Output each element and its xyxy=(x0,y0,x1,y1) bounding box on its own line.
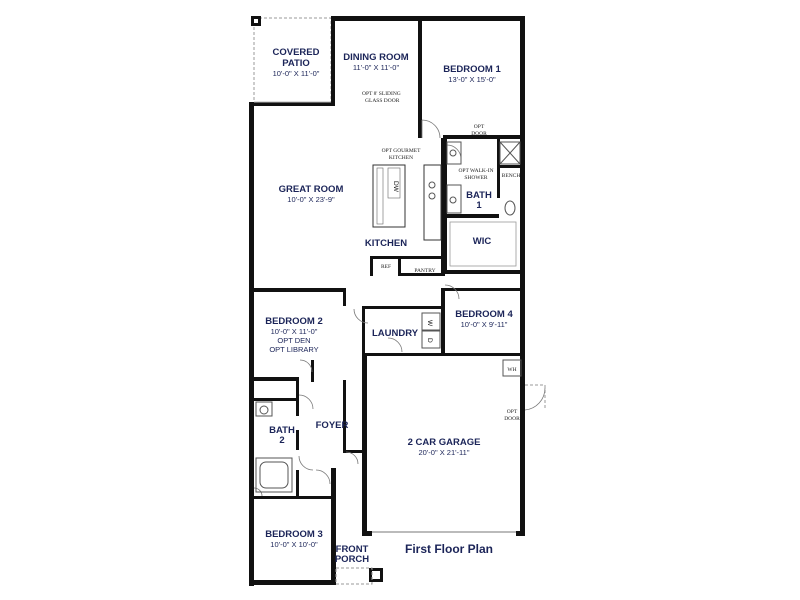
bath2-vanity xyxy=(255,401,273,417)
garage-dim: 20'-0" X 21'-11" xyxy=(419,448,470,457)
gourmet-note-2: KITCHEN xyxy=(389,155,413,161)
bedroom-1-name: BEDROOM 1 xyxy=(443,64,501,75)
dryer xyxy=(421,330,441,349)
walkin-note-1: OPT WALK-IN xyxy=(458,168,493,174)
bench-note: BENCH xyxy=(502,173,521,179)
gourmet-note-1: OPT GOURMET xyxy=(382,148,422,154)
garage-name: 2 CAR GARAGE xyxy=(408,437,481,448)
pantry-label: PANTRY xyxy=(414,268,435,274)
covered-patio-dim: 10'-0" X 11'-0" xyxy=(273,69,320,78)
plan-title: First Floor Plan xyxy=(405,542,493,556)
bedroom-2-dim: 10'-0" X 11'-0" xyxy=(271,327,318,336)
bath1-toilet xyxy=(504,200,516,216)
water-heater xyxy=(502,359,522,377)
dishwasher-label: DW xyxy=(392,181,399,193)
kitchen-island xyxy=(372,164,406,228)
bedroom-2-name: BEDROOM 2 xyxy=(265,316,323,327)
washer-label: W xyxy=(426,320,433,327)
bedroom-4-name: BEDROOM 4 xyxy=(455,309,513,320)
bedroom-3-name: BEDROOM 3 xyxy=(265,529,323,540)
walkin-note-2: SHOWER xyxy=(464,175,488,181)
bath1-vanity xyxy=(446,141,462,165)
kitchen-counter xyxy=(423,164,442,241)
wic-shelving xyxy=(449,221,517,267)
bedroom-2-opt-1: OPT DEN xyxy=(277,336,310,345)
dryer-label: D xyxy=(426,338,433,343)
covered-patio-name-1: COVERED xyxy=(273,47,320,58)
front-porch-name-2: PORCH xyxy=(335,554,369,565)
ref-label: REF xyxy=(381,264,391,270)
bedroom-2-opt-2: OPT LIBRARY xyxy=(269,345,318,354)
bath1-shower xyxy=(499,141,521,165)
foyer-name: FOYER xyxy=(316,420,349,431)
sliding-door-note-2: GLASS DOOR xyxy=(365,98,400,104)
bedroom-3-dim: 10'-0" X 10'-0" xyxy=(270,540,318,549)
laundry-name: LAUNDRY xyxy=(372,328,419,339)
garage-opt-door-1: OPT xyxy=(507,409,518,415)
bath-1-name-1: BATH xyxy=(466,190,492,201)
covered-patio-name-2: PATIO xyxy=(282,58,310,69)
bath-2-name-1: BATH xyxy=(269,425,295,436)
bed1-opt-door-1: OPT xyxy=(474,124,485,130)
water-heater-label: WH xyxy=(507,367,516,373)
great-room-name: GREAT ROOM xyxy=(279,184,344,195)
bed1-opt-door-2: DOOR xyxy=(471,131,487,137)
bath-1-name-2: 1 xyxy=(476,200,482,211)
garage-door-line xyxy=(372,531,516,533)
great-room-dim: 10'-0" X 23'-9" xyxy=(287,195,335,204)
fixtures xyxy=(255,141,522,585)
garage-opt-door-2: DOOR xyxy=(504,416,520,422)
dining-room-dim: 11'-0" X 11'-0" xyxy=(353,63,400,72)
bath-2-name-2: 2 xyxy=(279,435,284,446)
room-labels: COVERED PATIO 10'-0" X 11'-0" DINING ROO… xyxy=(265,47,513,565)
bedroom-4-dim: 10'-0" X 9'-11" xyxy=(461,320,508,329)
front-porch-name-1: FRONT xyxy=(336,544,369,555)
plan-notes: OPT 8' SLIDING GLASS DOOR OPT GOURMET KI… xyxy=(362,91,520,422)
kitchen-name: KITCHEN xyxy=(365,238,407,249)
bedroom-1-dim: 13'-0" X 15'-0" xyxy=(448,75,496,84)
dining-room-name: DINING ROOM xyxy=(343,52,409,63)
wic-name: WIC xyxy=(473,236,492,247)
bath2-tub xyxy=(255,457,293,493)
interior-walls xyxy=(249,18,523,499)
sliding-door-note-1: OPT 8' SLIDING xyxy=(362,91,401,97)
washer xyxy=(421,312,441,331)
covered-patio-area xyxy=(251,16,332,103)
